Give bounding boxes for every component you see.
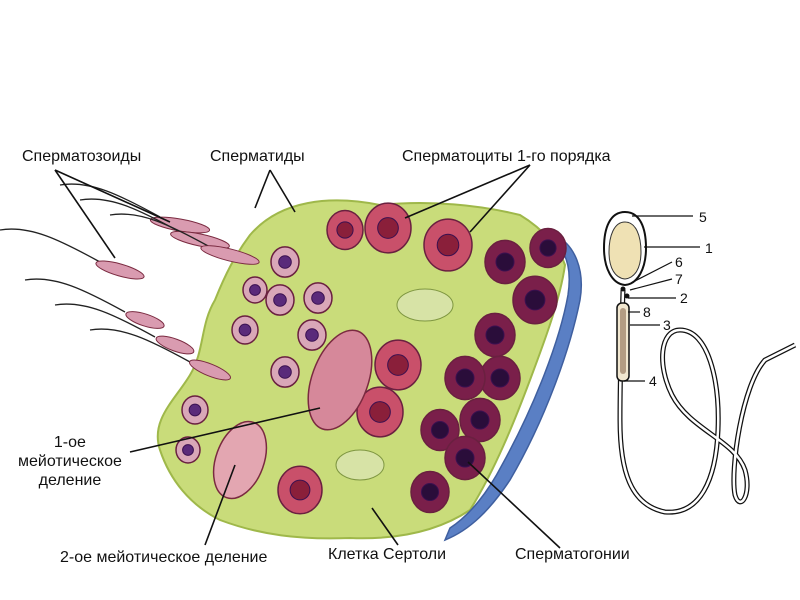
spermatogonium-cell-nucleus (495, 252, 515, 272)
spermatid-cell-nucleus (182, 444, 194, 456)
spermatid-cell-nucleus (278, 255, 292, 269)
basement-membrane (443, 234, 582, 542)
spermatogonium-cell-nucleus (430, 420, 450, 440)
spermatozoon-head (170, 230, 230, 250)
spermatozoon-tail (24, 278, 126, 313)
spermatogonium-cell-nucleus (490, 368, 510, 388)
spermatocyte-cell-nucleus (336, 221, 354, 239)
part-label-1: 1 (705, 240, 713, 256)
spermatid-cell-nucleus (278, 365, 292, 379)
spermatid-cell-nucleus (249, 284, 261, 296)
spermatid-cell-nucleus (273, 293, 287, 307)
sertoli-nucleus (396, 288, 454, 322)
spermatozoon-head (155, 335, 195, 355)
label-spermatozoa: Сперматозоиды (22, 148, 142, 165)
spermatocyte-cell-nucleus (436, 233, 460, 257)
spermatogonium-cell-nucleus (455, 368, 475, 388)
spermatogonium-cell-nucleus (524, 289, 546, 311)
spermatogonium-cell-nucleus (539, 239, 557, 257)
spermatozoon-tail (109, 213, 211, 248)
spermatozoon-head (125, 311, 165, 329)
label-spermatids: Сперматиды (210, 148, 305, 165)
part-label-3: 3 (663, 317, 671, 333)
part-label-7: 7 (675, 271, 683, 287)
spermatozoon-tail (59, 183, 161, 218)
label-meiosis-1-line1: 1-ое (53, 434, 86, 451)
spermatid-cell-nucleus (238, 323, 252, 337)
part-label-6: 6 (675, 254, 683, 270)
sertoli-nucleus (335, 449, 385, 481)
spermatocyte-cell-nucleus (387, 354, 409, 376)
spermatocyte-cell-nucleus (289, 479, 311, 501)
spermatozoon-head (95, 260, 145, 280)
spermatozoon-tail (0, 228, 101, 263)
label-meiosis-1-line2: мейотическое (18, 453, 122, 471)
spermatid-cell-nucleus (311, 291, 325, 305)
spermatid-cell-nucleus (188, 403, 202, 417)
spermatid-cell-nucleus (305, 328, 319, 342)
spermatozoon-tail (54, 303, 156, 338)
part-label-8: 8 (643, 304, 651, 320)
spermatogonium-cell-nucleus (485, 325, 505, 345)
meiosis-1-cell (307, 329, 373, 431)
part-label-2: 2 (680, 290, 688, 306)
label-spermatocytes: Сперматоциты 1-го порядка (402, 148, 611, 165)
spermatocyte-cell-nucleus (369, 401, 391, 423)
spermatogonium-cell-nucleus (420, 482, 440, 502)
part-label-5: 5 (699, 209, 707, 225)
spermatozoon-head (200, 245, 260, 265)
label-meiosis-1: 1-ое мейотическое деление (18, 433, 122, 491)
spermatogonium-cell-nucleus (470, 410, 490, 430)
pointer-lines (54, 164, 561, 549)
label-meiosis-2: 2-ое мейотическое деление (60, 549, 268, 566)
spermatozoon-head (188, 359, 232, 381)
label-spermatogonia: Сперматогонии (515, 546, 630, 563)
label-sertoli: Клетка Сертоли (328, 546, 447, 563)
spermatozoon-tail (89, 328, 191, 363)
meiosis-2-cell (212, 420, 268, 500)
part-label-4: 4 (649, 373, 657, 389)
spermatocyte-cell-nucleus (377, 217, 399, 239)
spermatozoon-detail (602, 210, 797, 515)
label-meiosis-1-line3: деление (38, 472, 102, 490)
